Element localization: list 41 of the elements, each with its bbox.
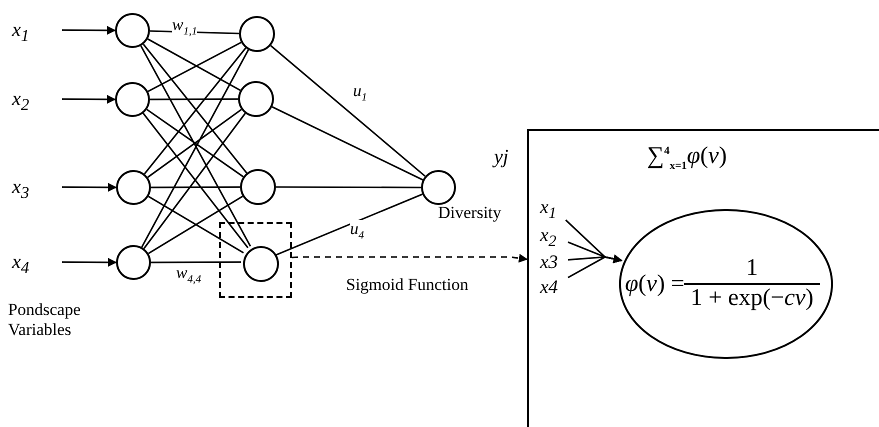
neuron-circle <box>115 13 150 48</box>
caption: Pondscape Variables <box>8 300 82 341</box>
arrow <box>568 254 622 278</box>
input-variable: x$_{3}$ <box>12 171 62 203</box>
neuron-circle <box>240 169 276 205</box>
neuron-circle <box>238 81 274 117</box>
neuron-circle <box>421 170 456 205</box>
arrow <box>62 258 117 267</box>
input-variable: x$_{2}$ <box>12 83 62 115</box>
sigmoid-ellipse <box>619 209 833 359</box>
connection-line <box>275 193 423 256</box>
arrow <box>292 254 528 263</box>
arrow <box>62 182 117 192</box>
connection-line <box>151 261 241 264</box>
function-name: φ(v) = <box>625 270 684 298</box>
input-variable: x$_{1}$ <box>540 198 570 222</box>
detail-panel <box>527 129 879 427</box>
input-variable: x3 <box>540 251 570 275</box>
neuron-circle <box>239 16 275 52</box>
input-variable: x$_{1}$ <box>12 14 62 46</box>
arrow <box>62 26 116 35</box>
connection-line <box>151 186 240 188</box>
connection-line <box>276 186 421 188</box>
neuron-circle <box>116 245 151 280</box>
summation-formula: ∑$^{4}$$_{x=1}$φ(v) <box>647 143 727 172</box>
neuron-circle <box>116 170 151 205</box>
output-label: yj <box>494 146 508 168</box>
input-variable: x$_{2}$ <box>540 226 570 250</box>
edge-label: Sigmoid Function <box>346 276 468 295</box>
fraction-denominator: 1 + exp(−cv) <box>690 285 814 313</box>
node-caption: Diversity <box>438 204 502 223</box>
arrow <box>62 94 116 104</box>
connection-line <box>270 44 426 177</box>
input-variable: x$_{4}$ <box>12 246 62 278</box>
fraction-numerator: 1 <box>684 255 820 285</box>
connection-line <box>272 106 424 181</box>
neuron-circle <box>243 246 279 282</box>
input-variable: x4 <box>540 276 570 300</box>
neuron-circle <box>115 82 150 117</box>
dashed-selection-box <box>219 222 292 298</box>
connection-line <box>150 98 238 100</box>
